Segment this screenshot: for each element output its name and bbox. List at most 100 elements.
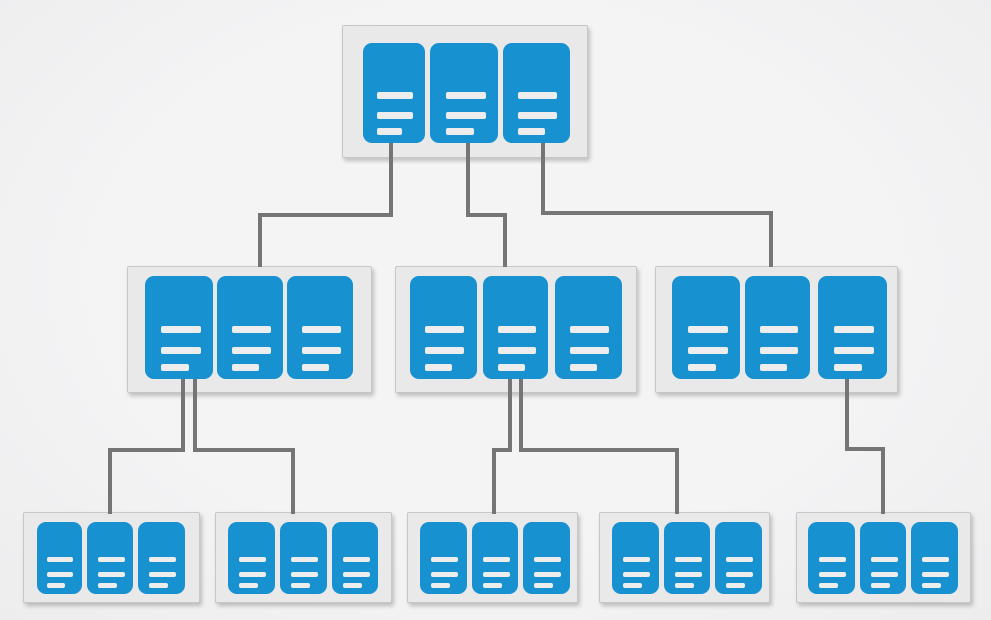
document-card[interactable] — [228, 522, 275, 594]
text-line-placeholder — [675, 557, 702, 562]
text-line-placeholder — [760, 326, 798, 333]
document-card[interactable] — [808, 522, 855, 594]
text-line-placeholder — [922, 583, 941, 588]
text-line-placeholder — [343, 572, 370, 577]
text-line-placeholder — [819, 583, 838, 588]
document-card[interactable] — [410, 276, 477, 379]
text-line-placeholder — [161, 364, 189, 371]
connector-edge-branch-left-leaf-1[interactable] — [108, 379, 185, 514]
document-card[interactable] — [483, 276, 548, 379]
group-node-leaf-5[interactable] — [796, 512, 971, 603]
text-line-placeholder — [291, 583, 310, 588]
text-line-placeholder — [871, 583, 890, 588]
text-line-placeholder — [232, 364, 259, 371]
text-line-placeholder — [534, 557, 561, 562]
document-card[interactable] — [672, 276, 740, 379]
connector-edge-branch-right-leaf-5[interactable] — [845, 379, 885, 514]
text-line-placeholder — [149, 557, 176, 562]
document-card[interactable] — [145, 276, 213, 379]
group-node-branch-right[interactable] — [655, 266, 898, 393]
document-card[interactable] — [472, 522, 518, 594]
text-line-placeholder — [570, 326, 609, 333]
document-card[interactable] — [420, 522, 467, 594]
text-line-placeholder — [688, 347, 728, 354]
text-line-placeholder — [834, 364, 862, 371]
text-line-placeholder — [343, 557, 370, 562]
connector-edge-branch-left-leaf-2[interactable] — [193, 379, 295, 514]
document-card[interactable] — [745, 276, 810, 379]
document-card[interactable] — [37, 522, 82, 594]
text-line-placeholder — [675, 572, 702, 577]
text-line-placeholder — [239, 557, 266, 562]
text-line-placeholder — [623, 572, 650, 577]
document-card[interactable] — [287, 276, 353, 379]
text-line-placeholder — [98, 572, 125, 577]
text-line-placeholder — [431, 557, 458, 562]
text-line-placeholder — [377, 128, 402, 135]
text-line-placeholder — [534, 572, 561, 577]
text-line-placeholder — [302, 326, 341, 333]
document-card[interactable] — [911, 522, 958, 594]
group-node-leaf-4[interactable] — [599, 512, 770, 603]
document-card[interactable] — [818, 276, 887, 379]
document-card[interactable] — [860, 522, 906, 594]
document-card[interactable] — [612, 522, 659, 594]
group-node-branch-center[interactable] — [395, 266, 637, 393]
connector-edge-root-branch-right[interactable] — [541, 143, 773, 267]
text-line-placeholder — [291, 557, 318, 562]
document-card[interactable] — [664, 522, 710, 594]
document-card[interactable] — [217, 276, 283, 379]
document-card[interactable] — [555, 276, 622, 379]
text-line-placeholder — [47, 572, 73, 577]
text-line-placeholder — [498, 364, 525, 371]
text-line-placeholder — [498, 347, 536, 354]
text-line-placeholder — [760, 347, 798, 354]
document-card[interactable] — [503, 43, 570, 143]
text-line-placeholder — [819, 557, 846, 562]
text-line-placeholder — [161, 326, 201, 333]
text-line-placeholder — [47, 557, 73, 562]
document-card[interactable] — [430, 43, 498, 143]
document-card[interactable] — [280, 522, 327, 594]
text-line-placeholder — [871, 557, 898, 562]
text-line-placeholder — [343, 583, 362, 588]
connector-edge-root-branch-center[interactable] — [466, 143, 507, 267]
text-line-placeholder — [534, 583, 553, 588]
text-line-placeholder — [232, 326, 271, 333]
document-card[interactable] — [363, 43, 425, 143]
text-line-placeholder — [446, 112, 486, 119]
text-line-placeholder — [377, 112, 413, 119]
connector-edge-branch-center-leaf-3[interactable] — [492, 379, 512, 514]
text-line-placeholder — [726, 557, 753, 562]
text-line-placeholder — [291, 572, 318, 577]
text-line-placeholder — [98, 583, 117, 588]
group-node-leaf-3[interactable] — [407, 512, 578, 603]
text-line-placeholder — [922, 557, 949, 562]
group-node-root[interactable] — [342, 25, 588, 158]
text-line-placeholder — [239, 583, 258, 588]
group-node-leaf-1[interactable] — [23, 512, 200, 603]
document-card[interactable] — [523, 522, 570, 594]
text-line-placeholder — [518, 128, 545, 135]
text-line-placeholder — [760, 364, 787, 371]
text-line-placeholder — [871, 572, 898, 577]
text-line-placeholder — [431, 572, 458, 577]
group-node-branch-left[interactable] — [127, 266, 372, 393]
group-node-leaf-2[interactable] — [215, 512, 392, 603]
document-card[interactable] — [715, 522, 762, 594]
text-line-placeholder — [518, 92, 557, 99]
document-card[interactable] — [138, 522, 185, 594]
document-card[interactable] — [87, 522, 133, 594]
text-line-placeholder — [377, 92, 413, 99]
text-line-placeholder — [98, 557, 125, 562]
connector-edge-branch-center-leaf-4[interactable] — [519, 379, 679, 514]
text-line-placeholder — [922, 572, 949, 577]
text-line-placeholder — [47, 583, 65, 588]
text-line-placeholder — [498, 326, 536, 333]
text-line-placeholder — [161, 347, 201, 354]
connector-edge-root-branch-left[interactable] — [258, 143, 393, 267]
document-card[interactable] — [332, 522, 378, 594]
text-line-placeholder — [232, 347, 271, 354]
